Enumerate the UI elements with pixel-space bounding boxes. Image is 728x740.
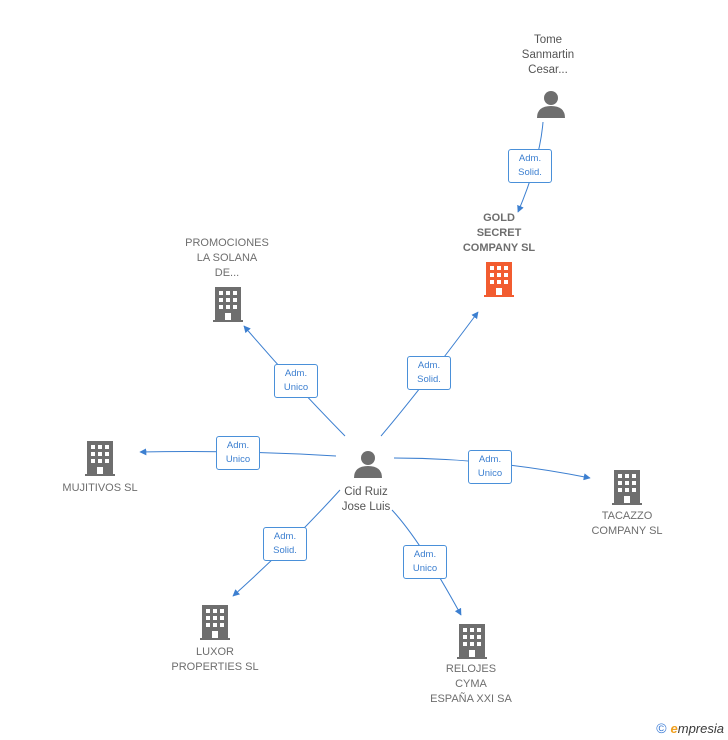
edge-label-line: Adm. [226,440,250,451]
edge-label-cid-relojes[interactable]: Adm. Unico [403,545,447,579]
node-label-line: RELOJES [445,663,497,675]
building-icon [484,262,514,297]
edge-label-line: Adm. [478,454,502,465]
edge-label-cid-gold[interactable]: Adm. Solid. [407,356,451,390]
node-label-line: Cesar... [528,64,568,76]
building-icon [213,287,243,322]
node-label-gold-secret[interactable]: GOLD SECRET COMPANY SL [444,211,554,256]
brand-logo[interactable]: empresia [671,721,724,736]
person-icon [354,451,382,478]
edge-label-line: Adm. [417,360,441,371]
node-label-mujitivos[interactable]: MUJITIVOS SL [50,481,150,496]
node-label-line: Tome [533,34,563,46]
building-icon [612,470,642,505]
node-label-line: COMPANY SL [591,525,663,537]
node-label-promociones[interactable]: PROMOCIONES LA SOLANA DE... [172,236,282,281]
edge-label-line: Adm. [273,531,297,542]
brand-logo-initial: e [670,720,678,736]
node-label-relojes[interactable]: RELOJES CYMA ESPAÑA XXI SA [416,662,526,707]
node-label-tacazzo[interactable]: TACAZZO COMPANY SL [577,509,677,539]
node-label-line: TACAZZO [601,510,653,522]
edge-label-cid-tacazzo[interactable]: Adm. Unico [468,450,512,484]
node-label-line: LA SOLANA [196,252,258,264]
edge-label-line: Unico [477,468,503,479]
edge-label-cid-mujitivos[interactable]: Adm. Unico [216,436,260,470]
node-label-luxor[interactable]: LUXOR PROPERTIES SL [160,645,270,675]
node-label-line: COMPANY SL [462,242,536,254]
node-label-line: Sanmartin [521,49,575,61]
edge-label-line: Unico [412,563,438,574]
building-icon [85,441,115,476]
person-icon [537,91,565,118]
node-label-tome[interactable]: Tome Sanmartin Cesar... [508,33,588,78]
node-label-line: MUJITIVOS SL [62,482,138,494]
node-label-cid-ruiz[interactable]: Cid Ruiz Jose Luis [326,485,406,515]
copyright-icon: © [656,720,667,736]
node-label-line: ESPAÑA XXI SA [430,693,512,705]
node-label-line: PROPERTIES SL [171,661,259,673]
node-label-line: GOLD [483,212,515,224]
node-label-line: LUXOR [196,646,234,658]
edge-label-line: Adm. [518,153,542,164]
node-label-line: Cid Ruiz [344,486,388,498]
edge-label-line: Adm. [284,368,308,379]
edge-label-line: Adm. [413,549,437,560]
node-label-line: Jose Luis [341,501,391,513]
edge-label-line: Solid. [518,167,542,178]
edge-label-line: Solid. [417,374,441,385]
node-label-line: PROMOCIONES [185,237,269,249]
node-label-line: SECRET [476,227,522,239]
edge-label-line: Solid. [273,545,297,556]
brand-logo-text: mpresia [677,720,724,736]
edge-label-line: Unico [283,382,309,393]
edge-label-cid-promociones[interactable]: Adm. Unico [274,364,318,398]
footer-brand: © empresia [656,720,724,736]
edge-label-line: Unico [225,454,251,465]
building-icon [200,605,230,640]
building-icon [457,624,487,659]
edge-label-tome-gold[interactable]: Adm. Solid. [508,149,552,183]
edge-label-cid-luxor[interactable]: Adm. Solid. [263,527,307,561]
node-label-line: CYMA [455,678,487,690]
node-label-line: DE... [214,267,240,279]
